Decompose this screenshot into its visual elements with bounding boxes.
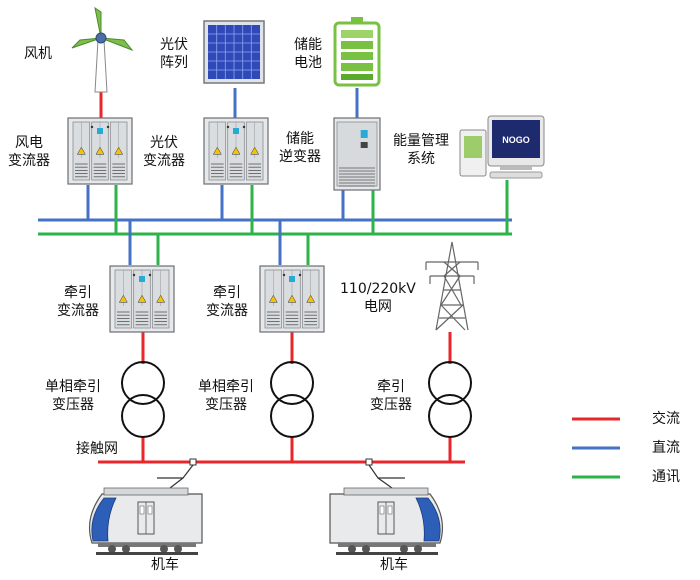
locomotive-2-label: 机车 [380, 557, 408, 573]
storage-inverter-label: 储能逆变器 [279, 131, 321, 165]
wind-turbine-label: 风机 [24, 46, 52, 62]
pv-converter-cabinet-icon [203, 117, 269, 185]
wind-converter-label: 风电变流器 [8, 135, 50, 169]
computer-icon: NOGO [459, 115, 545, 179]
traction-converter-2-label: 牵引变流器 [206, 285, 248, 319]
battery-label: 储能电池 [294, 37, 322, 71]
battery-icon [333, 17, 381, 87]
pv-converter-label: 光伏变流器 [143, 135, 185, 169]
traction-converter-1-label: 牵引变流器 [57, 285, 99, 319]
pv-array-label: 光伏阵列 [160, 37, 188, 71]
transformer-2-icon [270, 361, 314, 438]
transformer-1-label: 单相牵引变压器 [45, 379, 101, 413]
catenary-label: 接触网 [76, 441, 118, 457]
ems-screen-text: NOGO [502, 135, 530, 145]
solar-panel-icon [203, 20, 265, 84]
wind-converter-cabinet-icon [67, 117, 133, 185]
transformer-2-label: 单相牵引变压器 [198, 379, 254, 413]
traction-converter-1-cabinet-icon [109, 265, 175, 333]
legend-comm-label: 通讯 [652, 469, 680, 485]
transformer-3-label: 牵引变压器 [370, 379, 412, 413]
legend-dc-label: 直流 [652, 440, 680, 456]
locomotive-2-icon [329, 487, 443, 555]
ems-label: 能量管理系统 [393, 133, 449, 167]
locomotive-1-icon [89, 487, 203, 555]
locomotive-1-label: 机车 [151, 557, 179, 573]
transformer-1-icon [121, 361, 165, 438]
transmission-tower-icon [425, 241, 479, 331]
wind-turbine-icon [71, 6, 134, 93]
storage-inverter-cabinet-icon [333, 117, 381, 191]
traction-converter-2-cabinet-icon [259, 265, 325, 333]
legend-ac-label: 交流 [652, 411, 680, 427]
transformer-3-icon [428, 361, 472, 438]
